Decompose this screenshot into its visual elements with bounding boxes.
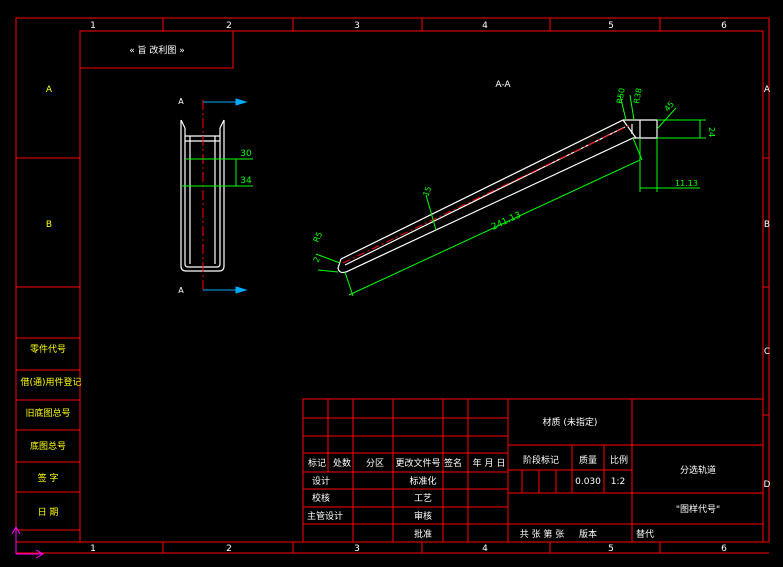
section-marker-bottom: A bbox=[178, 286, 184, 295]
zone-top-1: 1 bbox=[90, 21, 96, 31]
zone-top-6: 6 bbox=[721, 21, 727, 31]
dim-r5: R5 bbox=[312, 230, 325, 243]
dim-45: 45 bbox=[663, 100, 676, 114]
section-title: A-A bbox=[495, 80, 511, 90]
zone-bottom-5: 5 bbox=[608, 544, 614, 554]
zone-labels: 1 2 3 4 5 6 1 2 3 4 5 6 A B A B C D bbox=[46, 21, 771, 554]
version-label: 版本 bbox=[579, 528, 597, 540]
material-label: 材质 (未指定) bbox=[543, 416, 598, 428]
side-table-old-base: 旧底图总号 bbox=[25, 407, 70, 419]
ucs-icon bbox=[11, 525, 45, 559]
main-view-centerline bbox=[342, 124, 631, 264]
rev-header-mark: 标记 bbox=[308, 457, 326, 469]
replace-label: 替代 bbox=[636, 528, 654, 540]
stage-mark-header: 阶段标记 bbox=[523, 454, 559, 466]
role-chief: 主管设计 bbox=[307, 510, 343, 522]
top-left-box bbox=[79, 30, 234, 69]
zone-top-2: 2 bbox=[226, 21, 232, 31]
mass-header: 质量 bbox=[579, 454, 597, 466]
side-table-date: 日 期 bbox=[38, 507, 59, 518]
side-table bbox=[15, 337, 81, 531]
zone-top-4: 4 bbox=[482, 21, 488, 31]
scale-value: 1:2 bbox=[611, 477, 625, 487]
rev-header-date: 年 月 日 bbox=[473, 457, 506, 469]
scale-header: 比例 bbox=[610, 454, 628, 466]
top-left-box-label: « 旨 改利图 » bbox=[129, 44, 185, 56]
zone-top-3: 3 bbox=[354, 21, 360, 31]
zone-bottom-3: 3 bbox=[354, 544, 360, 554]
dim-r50: R50 bbox=[615, 87, 627, 104]
rev-header-doc: 更改文件号 bbox=[395, 457, 440, 469]
role-process: 工艺 bbox=[414, 493, 432, 504]
dim-11-13: 11.13 bbox=[675, 179, 698, 188]
zone-left-b: B bbox=[46, 220, 52, 230]
zone-right-c: C bbox=[764, 347, 770, 357]
dim-2: 2 bbox=[312, 255, 322, 263]
dim-r38: R38 bbox=[632, 87, 644, 104]
sheet-count: 共 张 第 张 bbox=[520, 528, 565, 540]
role-approve: 批准 bbox=[414, 528, 432, 540]
part-name: 分选轨道 bbox=[680, 464, 716, 476]
dim-24: 24 bbox=[707, 127, 716, 137]
side-table-register: 借(通)用件登记 bbox=[20, 376, 81, 388]
dim-length: 241.13 bbox=[490, 210, 523, 232]
zone-right-a: A bbox=[764, 85, 771, 95]
drawing-number: "图样代号" bbox=[676, 503, 720, 515]
main-view: 241.13 15 R5 2 R50 R38 45 24 11.13 bbox=[312, 87, 716, 297]
zone-right-b: B bbox=[764, 220, 770, 230]
zone-bottom-4: 4 bbox=[482, 544, 488, 554]
side-table-signature: 签 字 bbox=[38, 472, 59, 484]
zone-bottom-2: 2 bbox=[226, 544, 232, 554]
role-review: 审核 bbox=[414, 510, 432, 522]
side-table-base-no: 底图总号 bbox=[30, 440, 66, 452]
rev-header-sign: 签名 bbox=[444, 457, 462, 469]
dim-30: 30 bbox=[240, 149, 252, 159]
dim-thickness: 15 bbox=[421, 185, 433, 198]
role-check: 校核 bbox=[312, 492, 330, 504]
role-standard: 标准化 bbox=[409, 475, 436, 487]
zone-bottom-6: 6 bbox=[721, 544, 727, 554]
left-view: A A 30 34 bbox=[178, 97, 253, 295]
side-table-labels: 零件代号 借(通)用件登记 旧底图总号 底图总号 签 字 日 期 bbox=[20, 343, 81, 518]
rev-header-zone: 分区 bbox=[366, 458, 384, 469]
side-table-part-code: 零件代号 bbox=[30, 343, 66, 355]
zone-bottom-1: 1 bbox=[90, 544, 96, 554]
zone-top-5: 5 bbox=[608, 21, 614, 31]
section-marker-top: A bbox=[178, 97, 184, 106]
mass-value: 0.030 bbox=[575, 477, 601, 487]
rev-header-count: 处数 bbox=[333, 457, 351, 469]
zone-left-a: A bbox=[46, 85, 53, 95]
title-block bbox=[302, 398, 764, 543]
title-block-text: 材质 (未指定) 标记 处数 分区 更改文件号 签名 年 月 日 设计 校核 主… bbox=[307, 416, 720, 540]
zone-right-d: D bbox=[764, 480, 771, 490]
dim-34: 34 bbox=[240, 176, 252, 186]
role-design: 设计 bbox=[312, 475, 330, 487]
